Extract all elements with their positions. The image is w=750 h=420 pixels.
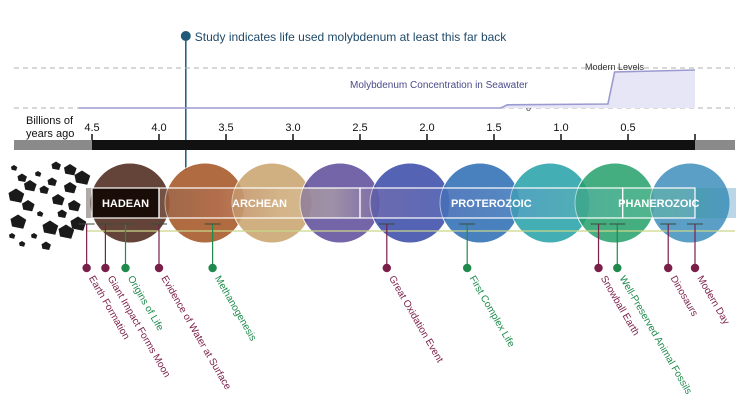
rock-fragment <box>19 241 26 247</box>
rock-fragment <box>37 211 44 217</box>
rock-fragment <box>42 220 59 235</box>
time-axis: Billions of years ago 4.5 4.0 3.5 3.0 2.5 2.0… <box>14 115 735 150</box>
eon-label: ARCHEAN <box>232 198 287 210</box>
axis-tick-label: 1.5 <box>486 122 501 134</box>
event-marker-dot <box>594 263 603 273</box>
axis-bar-left-grey <box>14 140 92 150</box>
rock-fragment <box>9 233 16 239</box>
event-label: First Complex Life <box>467 274 517 350</box>
rock-fragment <box>39 185 49 195</box>
eon-box-hadean <box>91 187 160 219</box>
rock-fragment <box>8 188 25 203</box>
axis-tick-label: 4.5 <box>84 122 99 134</box>
rock-fragment <box>10 214 27 229</box>
event-marker-dot <box>154 263 164 273</box>
eon-label: HADEAN <box>102 198 149 210</box>
rock-fragment <box>64 164 77 176</box>
rock-fragment <box>68 200 81 212</box>
eon-box-archean <box>158 187 361 219</box>
event-marker-dot <box>664 263 673 273</box>
axis-tick-label: 4.0 <box>151 122 166 134</box>
rock-fragment <box>35 171 42 177</box>
event-label: Modern Day <box>694 274 731 327</box>
rock-fragment <box>64 182 77 194</box>
axis-tick-label: 3.0 <box>285 122 300 134</box>
molybdenum-area <box>78 70 696 108</box>
rock-fragment <box>47 177 57 187</box>
event-marker-dot <box>613 263 622 273</box>
modern-levels-label: Modern Levels <box>585 62 645 72</box>
rock-fragment <box>57 209 67 219</box>
event-marker-dot <box>208 263 217 273</box>
rock-fragment <box>74 170 91 185</box>
axis-bar <box>92 140 695 150</box>
eon-band: HADEAN ARCHEAN PROTEROZOIC PHANEROZOIC <box>86 162 736 244</box>
rock-fragment <box>22 200 35 212</box>
rock-fragment <box>52 194 65 206</box>
axis-bar-right-grey <box>695 140 735 150</box>
rock-fragment <box>11 165 18 171</box>
axis-tick-label: 2.5 <box>352 122 367 134</box>
molybdenum-chart: Modern Levels 0 Molybdenum Concentration… <box>14 62 735 113</box>
axis-tick-label: 1.0 <box>553 122 568 134</box>
axis-label-line1: Billions of <box>26 115 74 127</box>
event-marker-dot <box>82 263 91 273</box>
molybdenum-chart-title: Molybdenum Concentration in Seawater <box>350 80 529 91</box>
event-marker-dot <box>463 263 472 273</box>
rock-fragment <box>70 216 87 231</box>
rock-fragment <box>58 224 75 239</box>
event-label: Great Oxidation Event <box>386 274 445 365</box>
axis-label-line2: years ago <box>26 128 74 140</box>
study-marker <box>180 31 191 41</box>
axis-tick-label: 0.5 <box>620 122 635 134</box>
event-label: Dinosaurs <box>668 274 700 318</box>
eon-label: PROTEROZOIC <box>451 198 532 210</box>
rock-fragment <box>17 173 27 183</box>
event-marker-dot <box>121 263 130 273</box>
eon-box-phanerozoic <box>622 187 696 219</box>
axis-tick-label: 2.0 <box>419 122 434 134</box>
event-marker-dot <box>690 263 700 273</box>
study-callout-text: Study indicates life used molybdenum at … <box>195 30 507 44</box>
rock-debris-illustration <box>8 161 91 251</box>
event-marker-dot <box>101 263 110 273</box>
event-label: Methanogenesis <box>212 274 258 343</box>
rock-fragment <box>41 241 51 251</box>
eon-label: PHANEROZOIC <box>618 198 699 210</box>
rock-fragment <box>31 233 38 239</box>
rock-fragment <box>24 180 37 192</box>
band-gradient-strip <box>86 188 736 218</box>
event-marker-dot <box>382 263 391 273</box>
molybdenum-curve <box>78 69 696 109</box>
rock-fragment <box>51 161 61 171</box>
axis-tick-label: 3.5 <box>218 122 233 134</box>
